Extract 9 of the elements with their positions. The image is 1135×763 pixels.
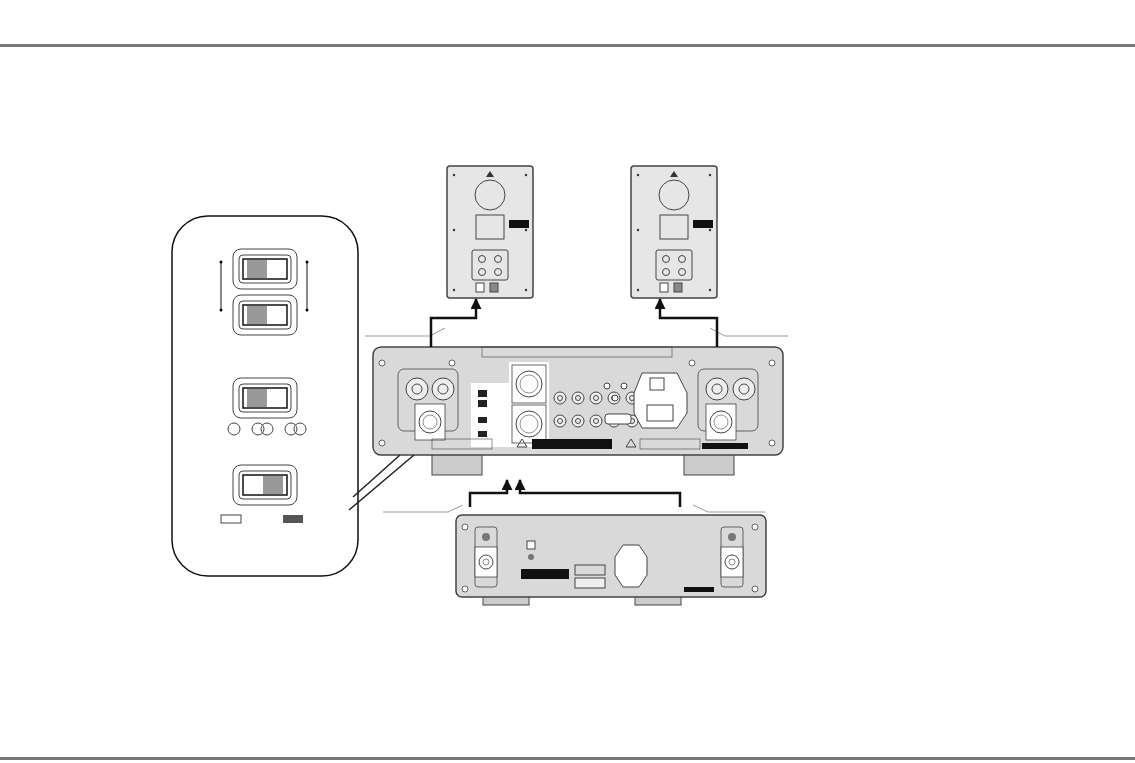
callout-line [352, 454, 401, 498]
cable-arrow [654, 297, 719, 347]
cable-arrow [468, 478, 513, 507]
cable-arrow [514, 478, 682, 507]
callout-line [348, 454, 415, 511]
cable-arrow [429, 297, 482, 347]
switch-detail-drawing [171, 215, 359, 577]
speaker-drawing [630, 165, 718, 299]
speaker-drawing [446, 165, 534, 299]
